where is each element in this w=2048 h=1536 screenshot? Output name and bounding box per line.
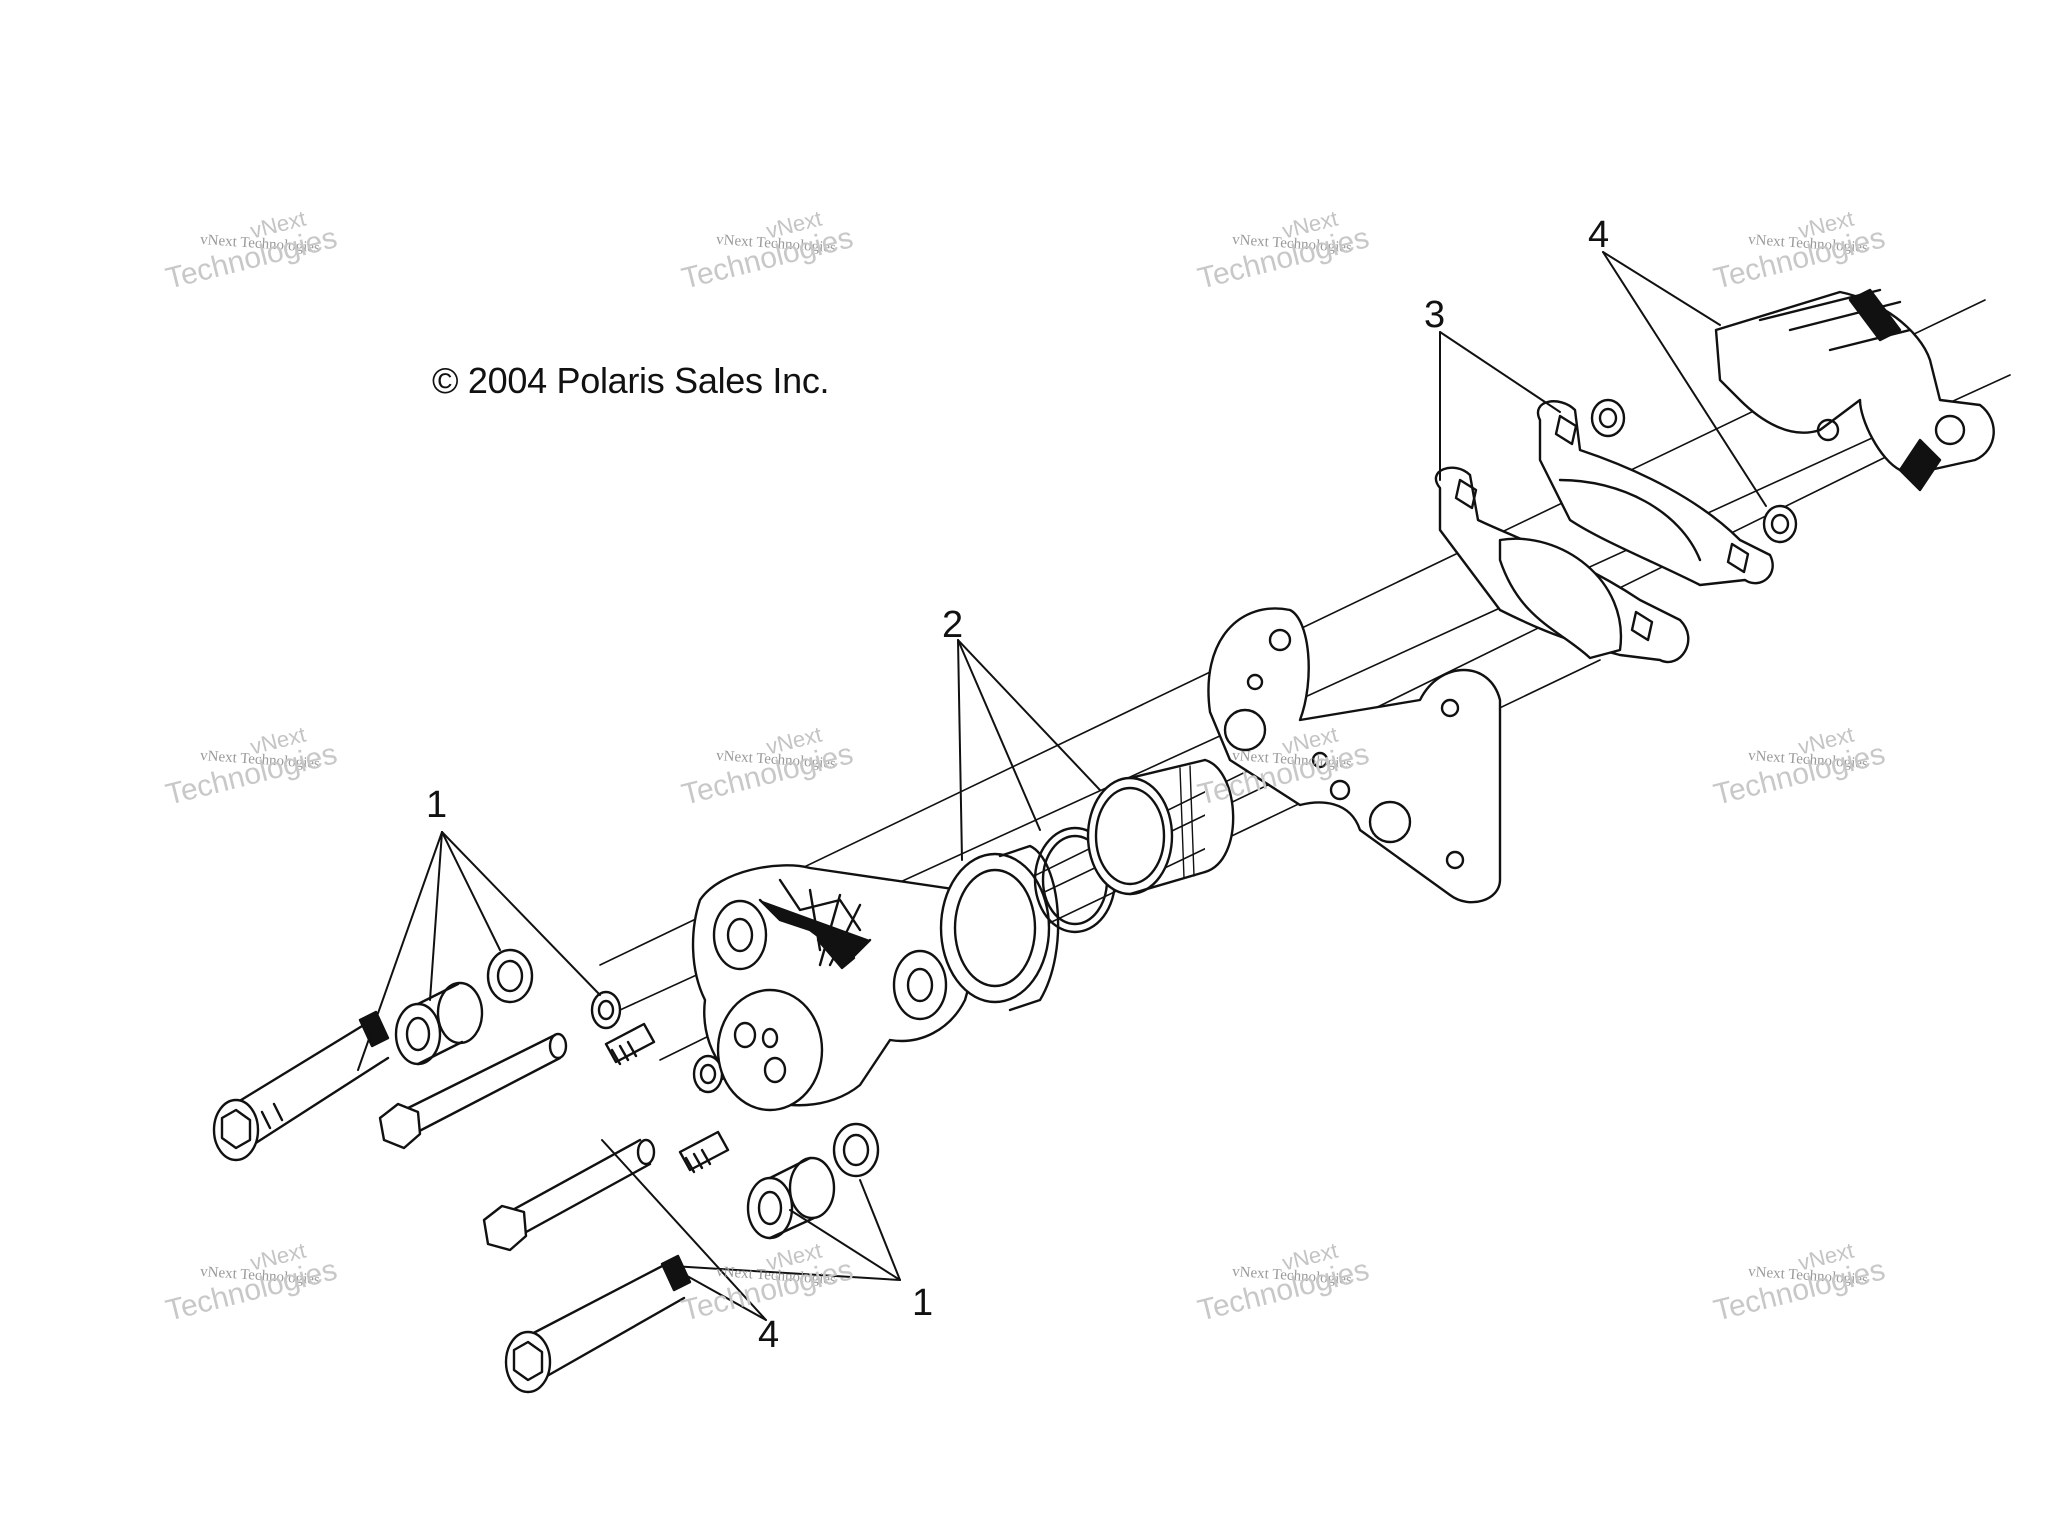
callout-2: 2: [942, 604, 964, 646]
bushing-upper: [394, 981, 484, 1066]
guide-pin-lower: [482, 1138, 656, 1252]
bushing-lower: [746, 1156, 836, 1240]
callout-3: 3: [1424, 294, 1446, 336]
caliper-piston: [1086, 758, 1235, 896]
brake-pad-inner: [1434, 466, 1690, 664]
callout-leaders: [357, 251, 1767, 1321]
bleeder-screw-lower: [678, 1130, 730, 1174]
callout-1-lower: 1: [912, 1282, 934, 1324]
callout-1-upper: 1: [426, 784, 448, 826]
caliper-housing: [1714, 288, 1995, 492]
bleeder-screw-upper: [604, 1022, 656, 1066]
piston-seal-outer: [939, 844, 1060, 1012]
caliper-bolt-upper: [212, 1010, 390, 1162]
caliper-bracket: [1207, 607, 1502, 904]
pad-pin-nut-lower: [1762, 504, 1798, 544]
copyright-notice: © 2004 Polaris Sales Inc.: [432, 360, 830, 401]
callout-4-lower: 4: [758, 1314, 780, 1356]
caliper-body: [691, 864, 976, 1112]
brake-pad-outer: [1536, 400, 1774, 587]
callout-4-upper: 4: [1588, 214, 1610, 256]
washer-lower: [832, 1122, 880, 1178]
guide-pin-upper: [378, 1032, 568, 1150]
washer-small-upper: [590, 990, 622, 1030]
caliper-bolt-lower: [504, 1254, 692, 1394]
washer-upper: [486, 948, 534, 1004]
pad-pin-nut-upper: [1590, 398, 1626, 438]
